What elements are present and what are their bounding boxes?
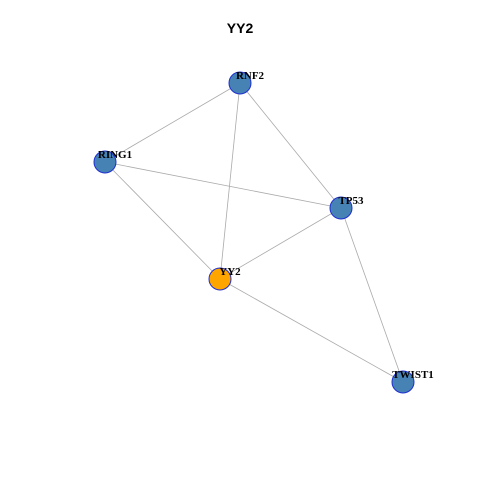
node-rnf2[interactable]: RNF2 (228, 70, 265, 95)
node-label-tp53: TP53 (338, 195, 364, 207)
node-label-twist1: TWIST1 (392, 369, 434, 381)
edge-ring1-tp53 (104, 161, 342, 209)
edge-rnf2-yy2 (219, 82, 241, 280)
edges-layer (104, 82, 404, 383)
node-circle-rnf2[interactable] (228, 71, 252, 95)
node-yy2[interactable]: YY2 (208, 266, 241, 291)
node-circle-yy2[interactable] (208, 267, 232, 291)
diagram-title: YY2 (226, 20, 254, 36)
node-tp53[interactable]: TP53 (329, 195, 364, 220)
edge-rnf2-tp53 (239, 82, 342, 209)
node-circle-tp53[interactable] (329, 196, 353, 220)
edge-tp53-twist1 (340, 207, 404, 383)
node-label-rnf2: RNF2 (236, 70, 265, 82)
node-circle-ring1[interactable] (93, 150, 117, 174)
node-twist1[interactable]: TWIST1 (391, 369, 434, 394)
node-ring1[interactable]: RING1 (93, 149, 132, 174)
edge-yy2-twist1 (219, 278, 404, 383)
edge-rnf2-ring1 (104, 82, 241, 163)
edge-tp53-yy2 (219, 207, 342, 280)
edge-ring1-yy2 (104, 161, 221, 280)
node-label-yy2: YY2 (219, 266, 241, 278)
node-circle-twist1[interactable] (391, 370, 415, 394)
node-label-ring1: RING1 (98, 149, 132, 161)
